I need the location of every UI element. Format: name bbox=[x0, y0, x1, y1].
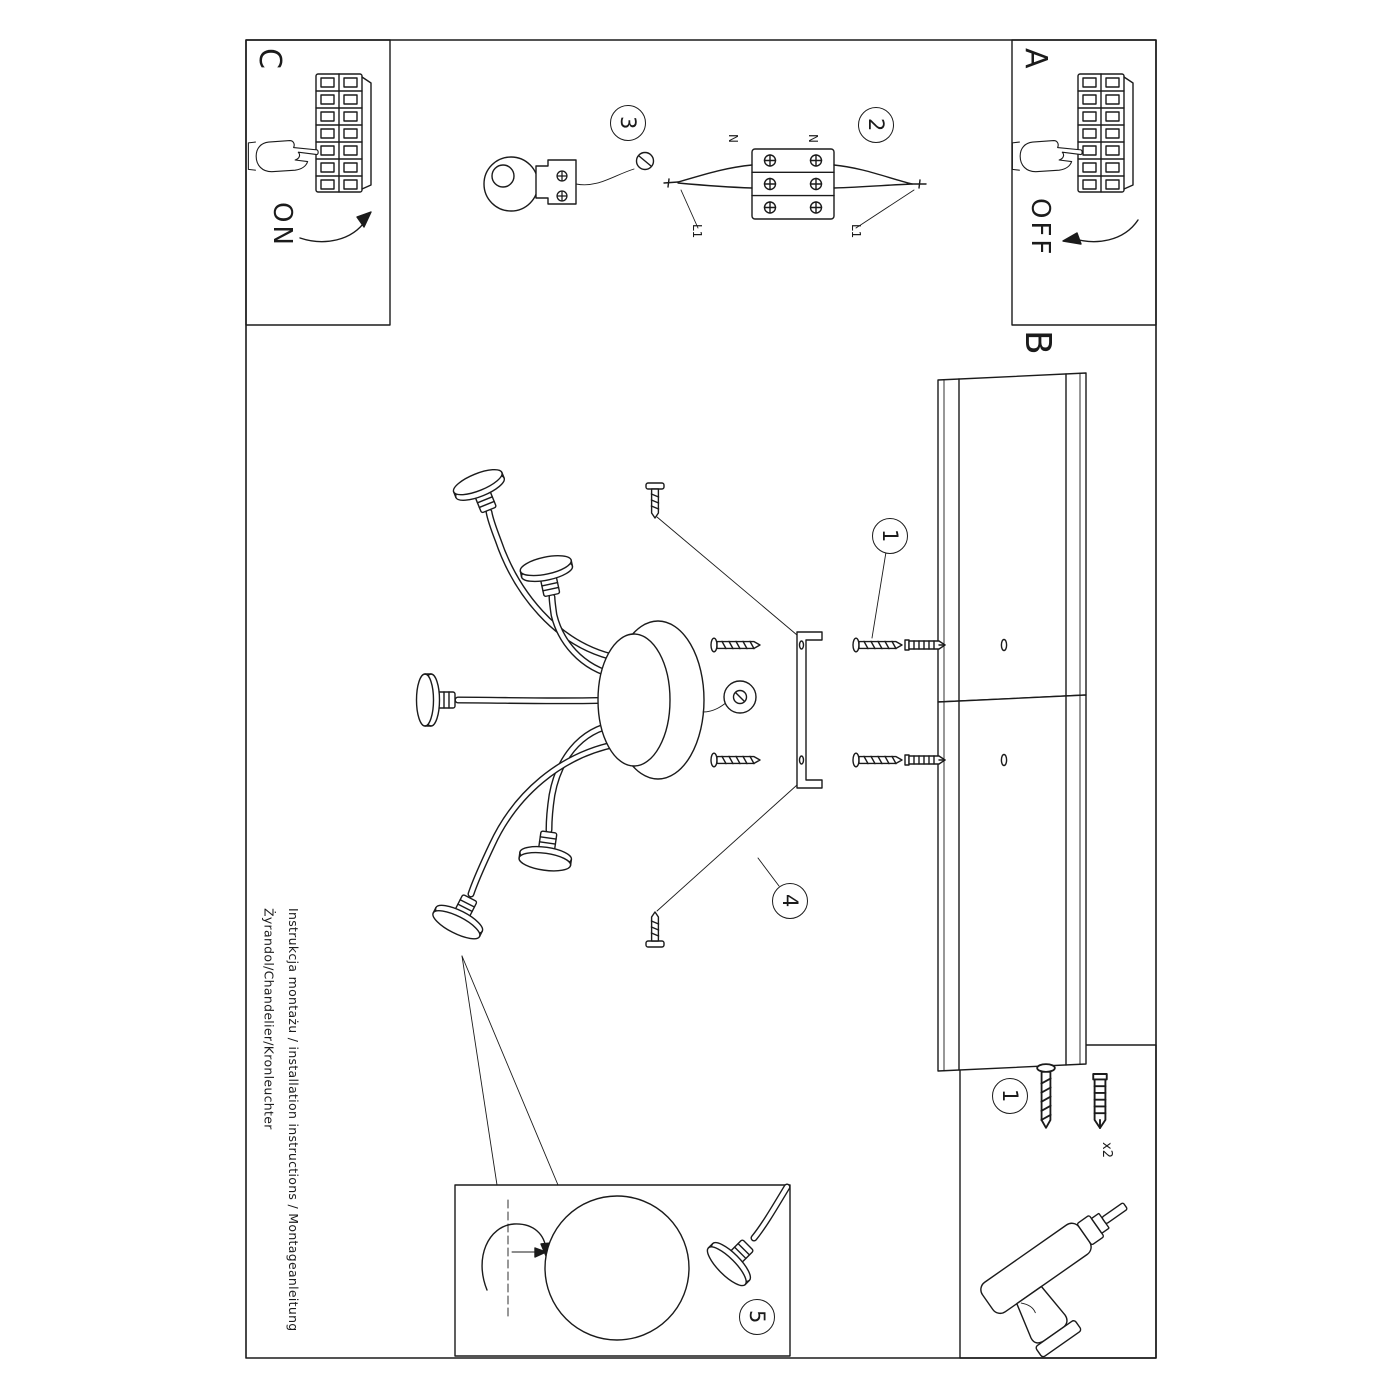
main-border bbox=[245, 39, 1157, 1359]
footer-title: Instrukcja montażu / installation instru… bbox=[256, 908, 305, 1332]
drill-hole-marks bbox=[1000, 638, 1008, 767]
wire-label-n-right: N bbox=[806, 134, 820, 143]
arrow-on bbox=[299, 219, 367, 243]
ball-shade bbox=[544, 1195, 690, 1341]
canopy-screw-top bbox=[645, 482, 665, 519]
shade-detail bbox=[481, 1183, 791, 1341]
switch-off-illustration bbox=[1011, 74, 1139, 245]
switch-on-illustration bbox=[247, 74, 372, 243]
wire-label-l1-left: L1 bbox=[690, 224, 704, 239]
part-ring-bracket bbox=[483, 151, 655, 212]
anchor-screw-top bbox=[852, 637, 946, 653]
footer-line-instructions: Instrukcja montażu / installation instru… bbox=[285, 908, 301, 1332]
wall-plug-item bbox=[1092, 1073, 1108, 1129]
chandelier-canopy bbox=[597, 620, 705, 780]
switch-off-label: OFF bbox=[1025, 198, 1055, 258]
drill bbox=[980, 1202, 1128, 1358]
step-number-3: 3 bbox=[610, 105, 646, 141]
wire-label-n-left: N bbox=[726, 134, 740, 143]
screw-item bbox=[1036, 1063, 1056, 1129]
canopy-screw-bottom bbox=[645, 911, 665, 948]
step-number-2: 2 bbox=[858, 107, 894, 143]
anchor-screw-bottom bbox=[852, 752, 946, 768]
mounting-bracket bbox=[796, 631, 823, 789]
step-letter-b: B bbox=[1017, 330, 1058, 355]
pointing-hand bbox=[247, 139, 319, 173]
quantity-label: x2 bbox=[1099, 1142, 1114, 1158]
ceiling-planks bbox=[937, 372, 1087, 1072]
rotation-arrow bbox=[481, 1223, 547, 1291]
leader-lines bbox=[461, 516, 887, 1186]
parts-box-content bbox=[980, 1063, 1128, 1358]
step-letter-a: A bbox=[1018, 48, 1053, 69]
pointing-hand bbox=[1011, 139, 1083, 173]
step-number-1-parts: 1 bbox=[992, 1078, 1028, 1114]
switch-panel bbox=[316, 74, 371, 192]
step-number-1-wall: 1 bbox=[872, 518, 908, 554]
step-letter-c: C bbox=[252, 48, 287, 69]
step-number-5: 5 bbox=[739, 1299, 775, 1335]
wire-label-l1-right: L1 bbox=[849, 224, 863, 239]
switch-panel bbox=[1078, 74, 1133, 192]
arrow-off bbox=[1071, 219, 1139, 243]
switch-on-label: ON bbox=[267, 202, 297, 248]
tighten-screw-indicator bbox=[702, 680, 757, 714]
wall-screw-bottom bbox=[710, 752, 761, 768]
chandelier-arms bbox=[454, 508, 621, 898]
wall-screw-top bbox=[710, 637, 761, 653]
terminal-block bbox=[663, 148, 927, 229]
footer-line-product: Żyrandol/Chandelier/Kronleuchter bbox=[261, 908, 277, 1130]
step-number-4: 4 bbox=[772, 883, 808, 919]
